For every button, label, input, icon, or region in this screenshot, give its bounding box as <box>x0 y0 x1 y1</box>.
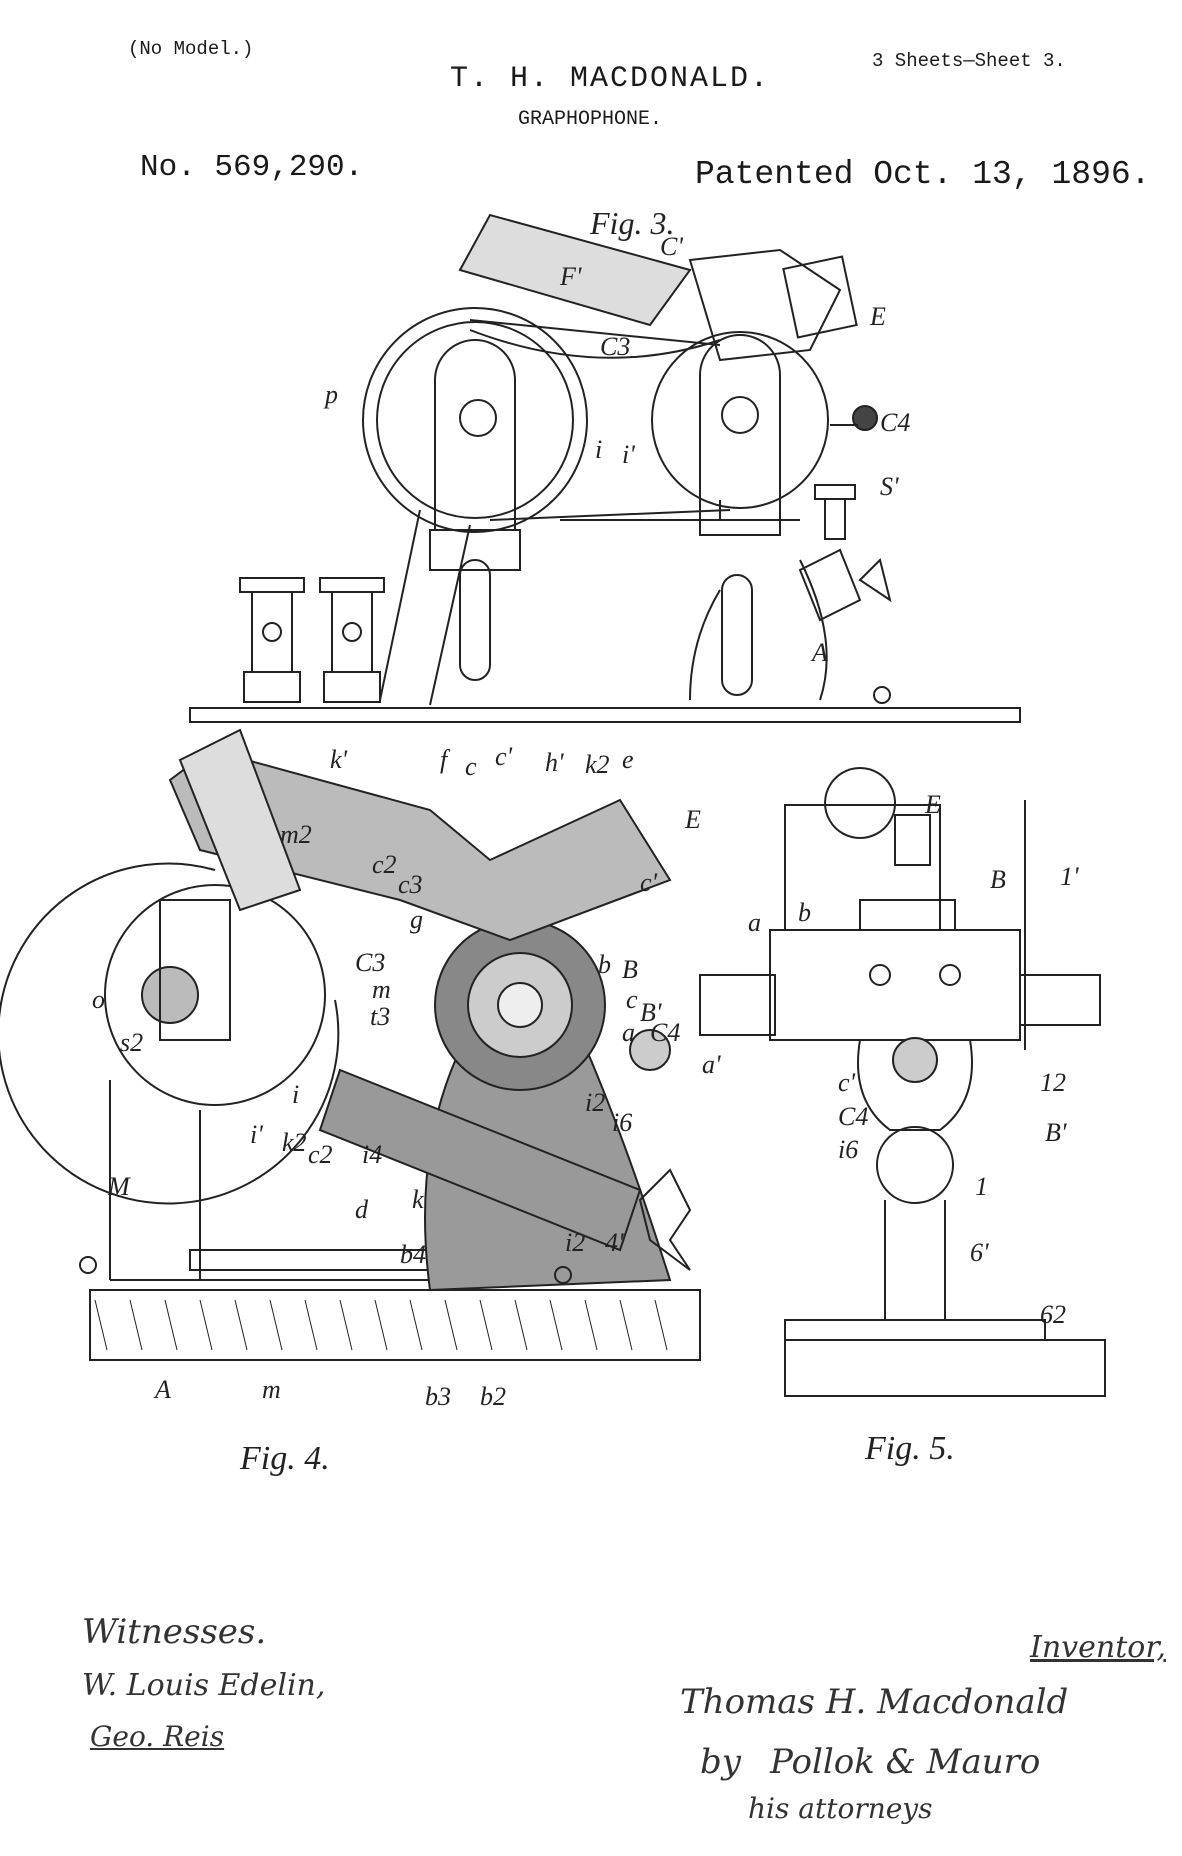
ref-label: 6' <box>970 1238 989 1267</box>
ref-label: o <box>92 985 105 1014</box>
ref-label: s2 <box>120 1028 144 1057</box>
ref-label: k' <box>330 745 348 774</box>
ref-label: C4 <box>650 1018 681 1047</box>
inventor-label: Inventor, <box>1030 1630 1166 1665</box>
ref-label: 62 <box>1040 1300 1066 1329</box>
ref-label: d <box>355 1195 368 1224</box>
ref-label: c' <box>495 742 513 771</box>
ref-label: M <box>108 1172 130 1201</box>
ref-label: 1' <box>1060 862 1079 891</box>
ref-label: F' <box>560 262 582 291</box>
fig5-drawing <box>699 767 1106 1397</box>
ref-label: 1 <box>975 1172 988 1201</box>
ref-label: b <box>798 898 811 927</box>
ref-label: i' <box>250 1120 263 1149</box>
fig3-drawing <box>189 213 1021 723</box>
ref-label: b2 <box>480 1382 506 1411</box>
attorney-prefix: by <box>700 1742 741 1782</box>
attorney-signature: Pollok & Mauro <box>770 1742 1041 1782</box>
ref-label: C' <box>660 232 683 261</box>
ref-label: i6 <box>612 1108 633 1137</box>
ref-label: g <box>410 905 423 934</box>
ref-label: m2 <box>280 820 312 849</box>
ref-label: m <box>262 1375 281 1404</box>
ref-label: B' <box>640 998 662 1027</box>
ref-label: i4 <box>362 1140 383 1169</box>
ref-label: b3 <box>425 1382 451 1411</box>
ref-label: a' <box>702 1050 721 1079</box>
ref-label: f <box>440 745 448 774</box>
ref-label: c <box>465 752 477 781</box>
fig4-label: Fig. 4. <box>240 1440 330 1477</box>
ref-label: B' <box>1045 1118 1067 1147</box>
ref-label: e <box>622 745 634 774</box>
ref-label: E <box>685 805 701 834</box>
model-note: (No Model.) <box>128 38 254 60</box>
ref-label: k2 <box>585 750 610 779</box>
ref-label: c2 <box>308 1140 333 1169</box>
ref-label: i <box>292 1080 300 1109</box>
invention-title: GRAPHOPHONE. <box>518 108 663 131</box>
ref-label: C4 <box>838 1102 869 1131</box>
ref-label: p <box>325 380 338 409</box>
ref-label: h' <box>545 748 564 777</box>
inventor-signature: Thomas H. Macdonald <box>680 1682 1069 1722</box>
attorney-suffix: his attorneys <box>748 1792 933 1825</box>
ref-label: i2 <box>585 1088 606 1117</box>
witness-signature-2: Geo. Reis <box>90 1720 225 1753</box>
ref-label: B <box>622 955 638 984</box>
ref-label: S' <box>880 472 899 501</box>
ref-label: a <box>748 908 761 937</box>
ref-label: k <box>412 1185 424 1214</box>
patent-number: No. 569,290. <box>140 150 364 185</box>
ref-label: m <box>372 975 391 1004</box>
ref-label: 12 <box>1040 1068 1066 1097</box>
ref-label: b4 <box>400 1240 426 1269</box>
fig5-label: Fig. 5. <box>865 1430 955 1467</box>
ref-label: i <box>595 435 603 464</box>
ref-label: c' <box>838 1068 856 1097</box>
ref-label: t3 <box>370 1002 391 1031</box>
sheet-count: 3 Sheets—Sheet 3. <box>872 50 1066 72</box>
ref-label: C3 <box>600 332 631 361</box>
ref-label: c2 <box>372 850 397 879</box>
ref-label: i2 <box>565 1228 586 1257</box>
witnesses-label: Witnesses. <box>82 1612 267 1652</box>
ref-label: C3 <box>355 948 386 977</box>
ref-label: E <box>925 790 941 819</box>
ref-label: C4 <box>880 408 911 437</box>
fig3-label: Fig. 3. <box>590 205 675 241</box>
ref-label: A <box>812 638 828 667</box>
witness-signature-1: W. Louis Edelin, <box>82 1668 326 1703</box>
ref-label: i6 <box>838 1135 859 1164</box>
ref-label: a <box>622 1018 635 1047</box>
ref-label: c' <box>640 868 658 897</box>
inventor-name-heading: T. H. MACDONALD. <box>450 62 771 96</box>
ref-label: c3 <box>398 870 423 899</box>
ref-label: E <box>870 302 886 331</box>
ref-label: i' <box>622 440 635 469</box>
ref-label: 4' <box>605 1228 624 1257</box>
ref-label: B <box>990 865 1006 894</box>
ref-label: b <box>598 950 611 979</box>
fig4-drawing <box>0 728 701 1361</box>
ref-label: c <box>626 985 638 1014</box>
ref-label: A <box>155 1375 171 1404</box>
patent-date: Patented Oct. 13, 1896. <box>695 156 1151 193</box>
ref-label: k2 <box>282 1128 307 1157</box>
